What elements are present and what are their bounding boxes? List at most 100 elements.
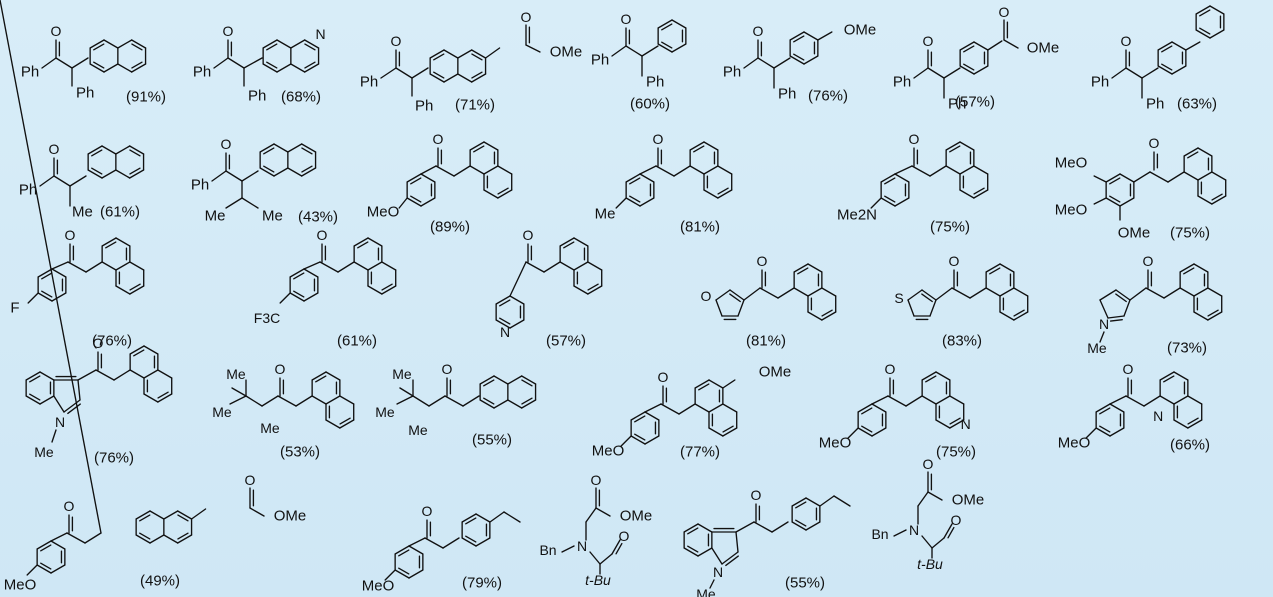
bond — [87, 169, 103, 179]
atom-label: O — [949, 253, 960, 269]
bond — [743, 287, 761, 301]
bond — [1187, 417, 1199, 425]
bond — [420, 165, 437, 175]
bond — [625, 45, 643, 57]
bond — [85, 261, 103, 273]
bond — [394, 545, 410, 555]
bond — [708, 379, 724, 389]
bond — [629, 177, 641, 185]
bond — [1193, 263, 1209, 273]
bond — [791, 497, 807, 507]
bond — [1109, 195, 1121, 203]
bond — [709, 579, 715, 589]
atom-label: N — [713, 564, 723, 580]
atom-label: Ph — [76, 85, 94, 102]
bond — [381, 261, 397, 271]
bond — [931, 537, 945, 549]
bond — [101, 261, 117, 271]
yield-label: (73%) — [1167, 340, 1207, 357]
yield-label: (91%) — [126, 89, 166, 106]
bond — [53, 175, 71, 187]
atom-label: MeO — [819, 435, 852, 452]
bond — [395, 67, 413, 79]
bond — [493, 399, 509, 409]
bond — [53, 395, 65, 413]
bond — [743, 57, 759, 69]
bond — [290, 39, 306, 49]
bond — [101, 145, 117, 155]
bond — [1125, 395, 1145, 407]
bond — [266, 61, 278, 69]
bond — [135, 510, 151, 520]
atom-label: Me — [205, 208, 226, 225]
bond — [721, 551, 739, 565]
bond — [399, 387, 414, 397]
bond — [611, 45, 627, 57]
bond — [847, 427, 859, 439]
bond — [585, 507, 597, 523]
bond — [503, 511, 521, 523]
bond — [51, 292, 67, 302]
bond — [1159, 395, 1175, 405]
bond — [101, 237, 117, 247]
bond — [905, 395, 923, 407]
bond — [1179, 287, 1195, 297]
bond — [949, 395, 965, 405]
bond — [521, 399, 537, 409]
bond — [273, 167, 289, 177]
bond — [963, 45, 975, 53]
bond — [1173, 395, 1189, 405]
atom-label: OMe — [620, 508, 653, 525]
bond — [1187, 395, 1203, 405]
atom-label: Ph — [415, 98, 433, 115]
atom-label: OMe — [550, 44, 583, 61]
atom-label: Ph — [778, 86, 796, 103]
bond — [1107, 315, 1125, 319]
bond — [1105, 173, 1121, 183]
atom-label: Ph — [191, 177, 209, 194]
bond — [51, 268, 67, 278]
yield-label: (83%) — [942, 333, 982, 350]
atom-label: MeO — [362, 578, 395, 595]
bond — [1171, 41, 1187, 51]
bond — [471, 71, 483, 79]
bond — [367, 261, 383, 271]
bond — [1109, 427, 1125, 437]
bond — [157, 393, 173, 403]
atom-label: Me — [212, 404, 232, 420]
bond — [40, 544, 52, 552]
bond — [325, 395, 341, 405]
bond — [139, 514, 151, 522]
yield-label: (55%) — [472, 432, 512, 449]
bond — [380, 67, 397, 79]
bond — [287, 167, 303, 177]
atom-label: Bn — [539, 542, 556, 558]
bond — [249, 507, 265, 517]
atom-label: Ph — [193, 64, 211, 81]
bond — [587, 283, 599, 291]
bond — [1013, 309, 1025, 317]
bond — [1163, 375, 1175, 383]
bond — [1093, 197, 1107, 205]
bond — [411, 67, 429, 79]
bond — [807, 311, 823, 321]
atom-label: O — [523, 227, 534, 243]
bond — [497, 187, 509, 195]
bond — [429, 49, 445, 59]
bond — [91, 167, 103, 175]
bond — [715, 289, 731, 301]
atom-label: O — [317, 227, 328, 243]
bond — [157, 391, 169, 399]
bond — [725, 555, 739, 567]
bond — [625, 173, 641, 183]
bond — [457, 49, 473, 59]
bond — [475, 513, 491, 523]
atom-label: O — [909, 131, 920, 147]
atom-label: O — [1121, 33, 1132, 49]
bond — [443, 49, 459, 59]
bond — [921, 535, 933, 549]
bond — [1211, 171, 1227, 181]
bond — [793, 53, 805, 61]
